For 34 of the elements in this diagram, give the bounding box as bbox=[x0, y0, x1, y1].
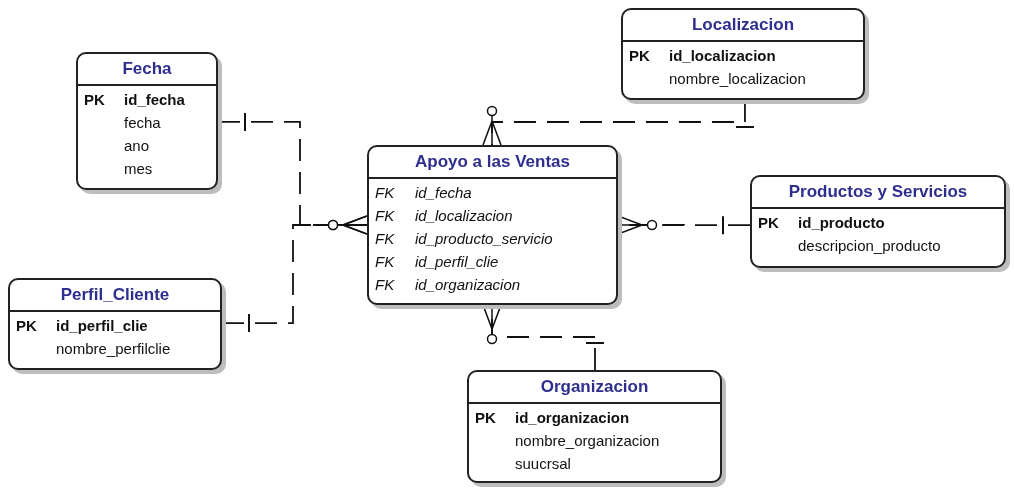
key-marker: FK bbox=[375, 230, 395, 248]
attribute-name: id_localizacion bbox=[669, 46, 776, 67]
key-marker: PK bbox=[16, 317, 37, 335]
attribute-name: fecha bbox=[124, 113, 161, 134]
attribute-name: id_perfil_clie bbox=[415, 252, 499, 273]
key-marker: FK bbox=[375, 276, 395, 294]
attribute-name: id_perfil_clie bbox=[56, 316, 148, 337]
attribute-name: nombre_organizacion bbox=[515, 431, 660, 452]
attribute-name: id_localizacion bbox=[415, 206, 513, 227]
entity-title: Productos y Servicios bbox=[788, 181, 968, 204]
key-marker: FK bbox=[375, 207, 395, 225]
attribute-name: id_fecha bbox=[124, 90, 185, 111]
attribute-name: mes bbox=[124, 159, 153, 180]
attribute-name: suucrsal bbox=[515, 454, 571, 475]
attribute-name: nombre_localizacion bbox=[669, 69, 806, 90]
entity-title: Localizacion bbox=[692, 14, 794, 37]
entity-title: Apoyo a las Ventas bbox=[415, 151, 570, 174]
key-marker: PK bbox=[629, 47, 650, 65]
key-marker: PK bbox=[475, 409, 496, 427]
attribute-name: id_producto bbox=[798, 213, 885, 234]
key-marker: PK bbox=[758, 214, 779, 232]
entity-title: Organizacion bbox=[540, 376, 649, 399]
attribute-name: descripcion_producto bbox=[798, 236, 941, 257]
entity-title: Fecha bbox=[122, 58, 172, 81]
attribute-name: id_producto_servicio bbox=[415, 229, 553, 250]
attribute-name: nombre_perfilclie bbox=[56, 339, 171, 360]
attribute-name: id_fecha bbox=[415, 183, 472, 204]
key-marker: PK bbox=[84, 91, 105, 109]
attribute-name: id_organizacion bbox=[415, 275, 521, 296]
entity-title: Perfil_Cliente bbox=[60, 284, 170, 307]
key-marker: FK bbox=[375, 253, 395, 271]
key-marker: FK bbox=[375, 184, 395, 202]
attribute-name: id_organizacion bbox=[515, 408, 630, 429]
attribute-name: ano bbox=[124, 136, 150, 157]
